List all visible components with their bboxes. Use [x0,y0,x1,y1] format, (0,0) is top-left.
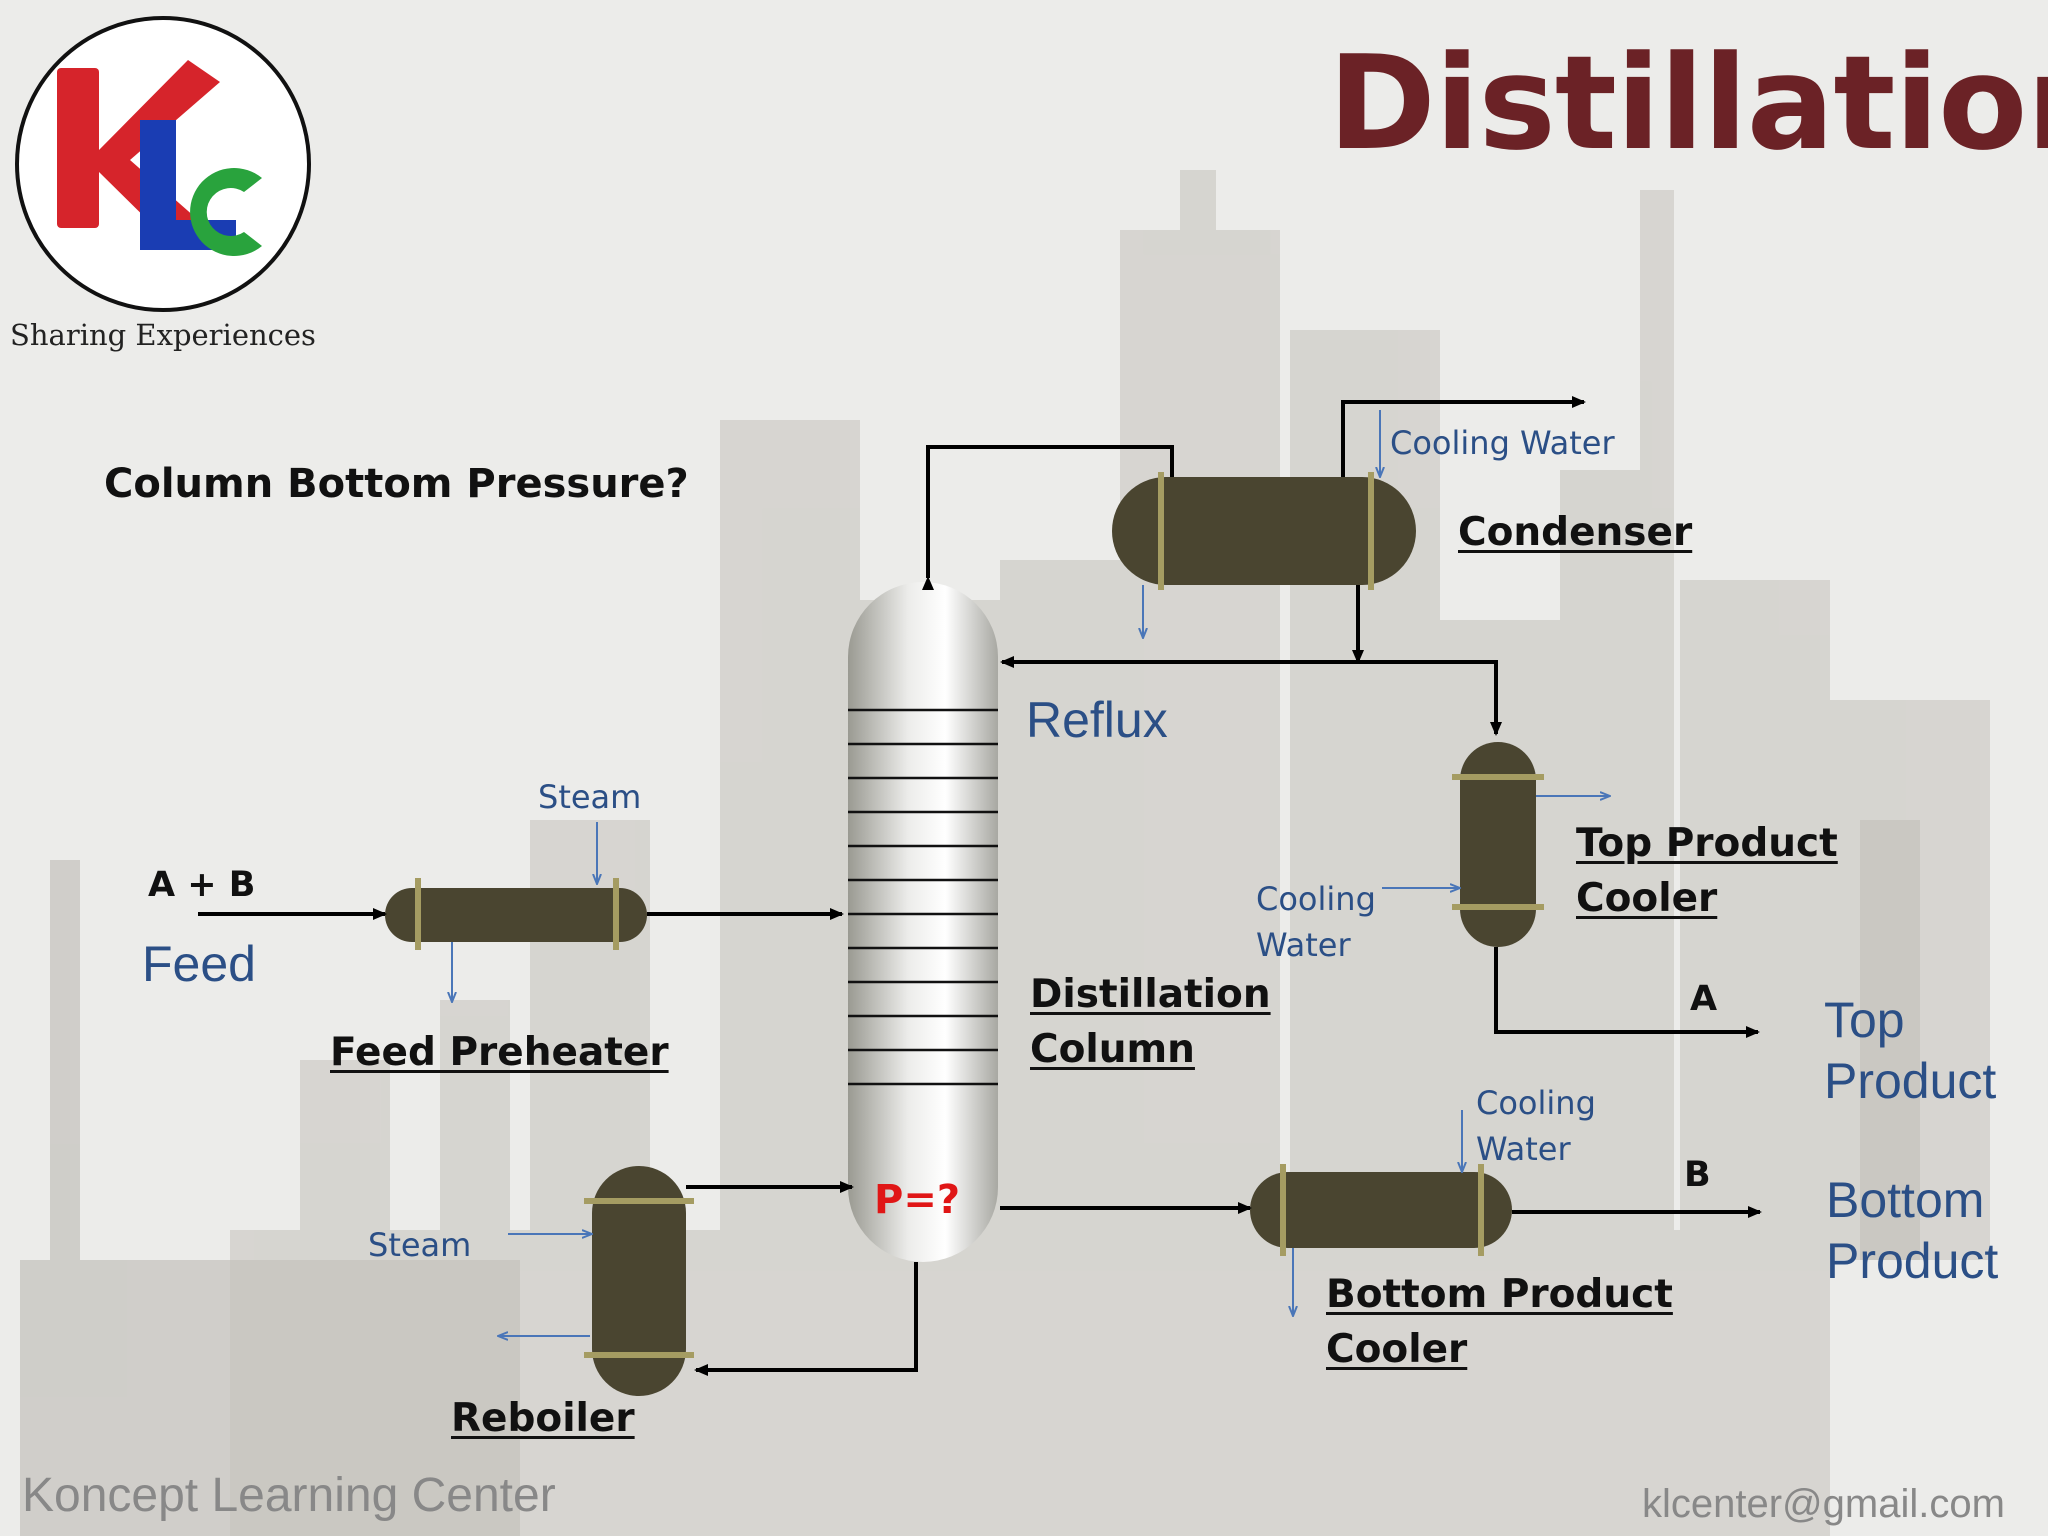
logo-tagline: Sharing Experiences [10,318,316,352]
feed-preheater-vessel [385,888,647,942]
bottom-component-label: B [1684,1155,1711,1195]
column-trays [848,708,998,1086]
condenser-label: Condenser [1458,510,1693,555]
preheater-steam-label: Steam [538,778,642,816]
bottom-product-label: Bottom Product [1826,1172,1999,1289]
top-product-cooler-vessel [1460,742,1536,947]
feed-components-label: A + B [148,865,256,905]
top-product-label: Top Product [1824,992,1997,1109]
bottom-product-cooler-vessel [1250,1172,1512,1248]
klc-logo-icon [57,60,262,256]
distillation-column-label: Distillation Column [1030,972,1271,1072]
distillate-line [1358,660,1502,736]
overhead-vapor-line [922,445,1174,590]
reboiler-feed-line [694,1262,918,1376]
column-bottom-pressure-label: P=? [874,1177,961,1223]
reboiler-label: Reboiler [451,1396,635,1441]
distillation-column-vessel [848,582,998,1262]
bottom-product-cooler-label: Bottom Product Cooler [1326,1272,1673,1372]
reboiler-vessel [592,1166,686,1396]
top-component-label: A [1690,979,1718,1019]
page-title: Distillation [1328,27,2048,179]
top-cooler-cooling-water-label: Cooling Water [1256,880,1376,965]
feed-preheater-label: Feed Preheater [330,1030,669,1075]
top-product-cooler-label: Top Product Cooler [1576,821,1838,921]
bottom-cooler-cooling-water-label: Cooling Water [1476,1084,1596,1169]
top-product-line [1494,947,1760,1038]
condenser-cooling-water-label: Cooling Water [1390,424,1615,462]
footer-email[interactable]: klcenter@gmail.com [1642,1482,2005,1526]
condenser-vessel [1112,477,1416,585]
footer-organization: Koncept Learning Center [22,1469,556,1522]
vent-line [1341,396,1586,477]
reflux-label: Reflux [1026,692,1168,748]
feed-label: Feed [142,936,256,992]
question-heading: Column Bottom Pressure? [104,461,689,507]
reboiler-steam-label: Steam [368,1226,472,1264]
